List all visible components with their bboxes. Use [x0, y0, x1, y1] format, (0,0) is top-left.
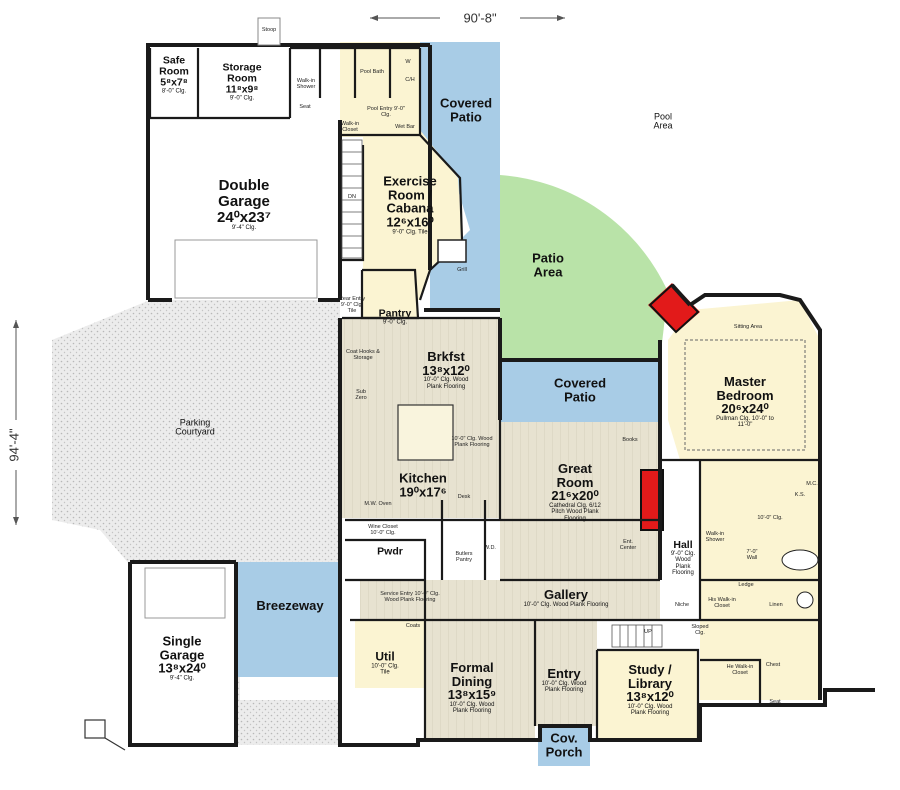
wet-bar-note: Wet Bar: [395, 123, 415, 130]
w-note: W: [405, 58, 411, 65]
ks-note: K.S.: [794, 491, 806, 498]
covered-patio-top-fill: [420, 42, 500, 310]
books-note: Books: [622, 436, 638, 443]
seat-note: Seat: [299, 103, 311, 110]
linen-note: Linen: [769, 601, 783, 608]
breezeway-label: Breezeway: [256, 598, 324, 614]
parking-courtyard-area: [52, 300, 340, 745]
his-walkin-note: His Walk-in Closet: [708, 596, 736, 609]
walkin-closet-note: Walk-in Closet: [340, 120, 360, 133]
ledge-note: Ledge: [738, 581, 754, 588]
wine-closet-note: Wine Closet 10'-0" Clg.: [368, 523, 398, 536]
grill-note: Grill: [457, 266, 467, 273]
dn-note: DN: [348, 193, 356, 200]
walkin-shower-master-note: Walk-in Shower: [705, 530, 725, 543]
coat-hooks-note: Coat Hooks & Storage: [346, 348, 380, 361]
overall-depth-dimension: 94'-4": [6, 428, 22, 462]
master-bath-clg-note: 10'-0" Clg.: [757, 514, 783, 521]
service-entry-note: Service Entry 10'-0" Clg. Wood Plank Flo…: [380, 590, 440, 603]
overall-width-dimension: 90'-8": [463, 10, 497, 26]
rear-entry-note: Rear Entry 9'-0" Clg. Tile: [338, 295, 366, 315]
ent-center-note: Ent. Center: [619, 538, 637, 551]
cov-porch-label: Cov.Porch: [545, 730, 583, 759]
wall-7-note: 7'-0" Wall: [746, 548, 758, 561]
chest-note: Chest: [765, 661, 781, 668]
patio-area-fill: [500, 175, 668, 360]
stoop-note: Stoop: [261, 26, 277, 33]
mc-note: M.C.: [806, 480, 818, 487]
walkin-shower-note: Walk-in Shower: [296, 77, 316, 90]
kitchen-label: Kitchen 19⁰x17⁶: [399, 470, 447, 499]
wd-note: W.D.: [484, 544, 496, 551]
pwdr-label: Pwdr: [377, 545, 403, 558]
cov-porch-fill: [538, 724, 590, 766]
ch-note: C/H: [405, 76, 415, 83]
he-walkin-note: He Walk-in Closet: [726, 663, 754, 676]
mw-oven-note: M.W. Oven: [364, 500, 392, 507]
sloped-clg-note: Sloped Clg.: [691, 623, 709, 636]
niche-note: Niche: [674, 601, 690, 608]
kitchen-island: [397, 404, 454, 461]
coats-note: Coats: [405, 622, 421, 629]
sitting-area-note: Sitting Area: [733, 323, 763, 330]
butlers-pantry-note: Butlers Pantry: [455, 550, 473, 563]
breezeway-fill: [237, 562, 342, 677]
grill-unit: [437, 239, 467, 263]
covered-patio-mid-fill: [500, 360, 660, 422]
pool-bath-note: Pool Bath: [360, 68, 384, 75]
pool-entry-note: Pool Entry 9'-0" Clg.: [367, 105, 405, 118]
desk-note: Desk: [457, 493, 471, 500]
sub-zero-note: Sub Zero: [355, 388, 367, 401]
up-note: UP: [644, 628, 652, 635]
seat2-note: Seat: [769, 698, 781, 705]
fireplace-great-room: [640, 469, 664, 531]
kitchen-note: 10'-0" Clg. Wood Plank Flooring: [451, 435, 493, 448]
